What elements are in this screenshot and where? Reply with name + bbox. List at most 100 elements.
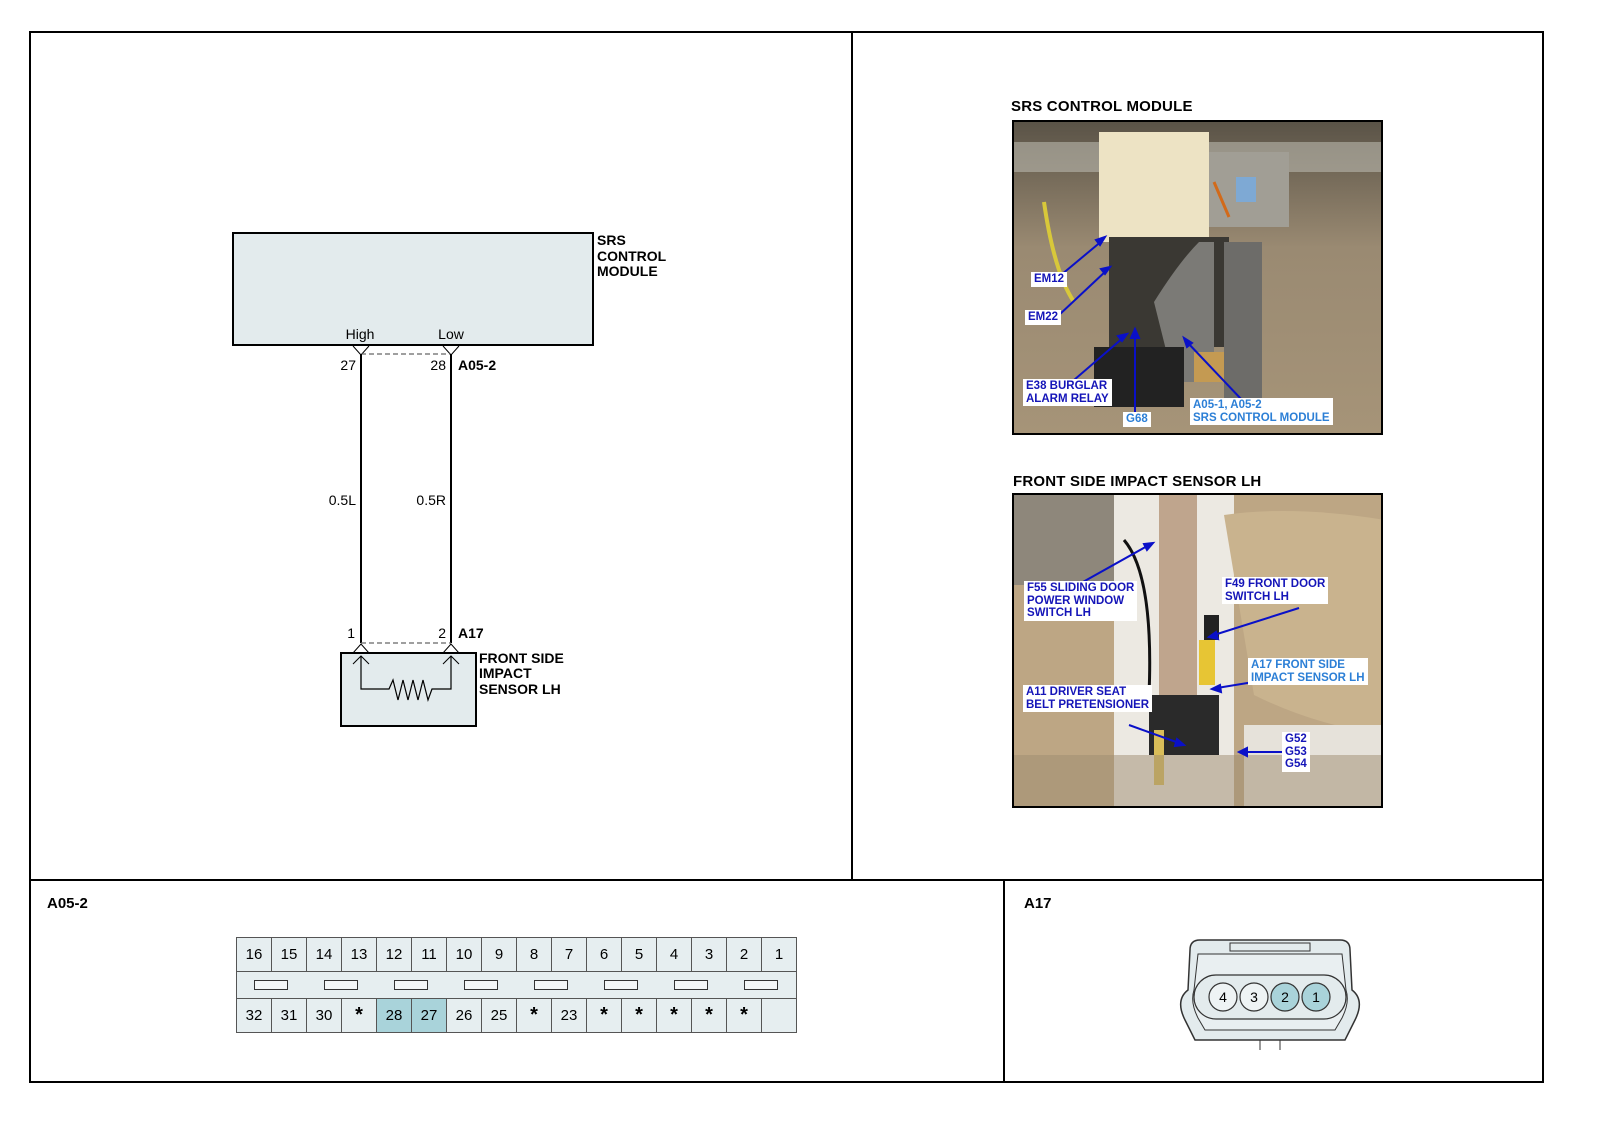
a17-pin-label: 1	[1312, 989, 1320, 1005]
srs-module-name-line3: MODULE	[597, 263, 658, 279]
pin-row-latches	[236, 971, 797, 999]
pin-27-num: 27	[340, 357, 356, 373]
srs-module-name-line1: SRS	[597, 232, 626, 248]
a17-pin-1	[1301, 982, 1331, 1012]
pin-1-num: 1	[347, 625, 355, 641]
callout-a11-driver-seat-belt-pretensioner: A11 DRIVER SEAT BELT PRETENSIONER	[1023, 685, 1153, 712]
pin-cell: 11	[411, 937, 447, 972]
sensor-name-line3: SENSOR LH	[479, 681, 561, 697]
resistor-symbol	[360, 656, 452, 703]
wire-red-label: 0.5R	[416, 492, 446, 508]
latch-cell	[656, 971, 708, 999]
pin-cell: 5	[621, 937, 657, 972]
latch-cell	[446, 971, 498, 999]
terminal-2-mark	[442, 643, 460, 654]
callout-e38-burglar-alarm-relay: E38 BURGLAR ALARM RELAY	[1023, 379, 1112, 406]
pin-cell: 16	[236, 937, 272, 972]
latch-slot	[394, 979, 428, 990]
pin-cell: 27	[411, 998, 447, 1033]
a17-pin-2	[1270, 982, 1300, 1012]
pin-low-label: Low	[438, 326, 465, 342]
pin-cell: 12	[376, 937, 412, 972]
pin-cell: 30	[306, 998, 342, 1033]
connector-a05-2-label: A05-2	[458, 357, 496, 373]
pin-cell: *	[516, 998, 552, 1033]
pin-cell: 13	[341, 937, 377, 972]
callout-em22: EM22	[1025, 310, 1062, 325]
divider-connector-views	[1003, 879, 1005, 1083]
pin-cell	[761, 998, 797, 1033]
latch-slot	[534, 979, 568, 990]
sensor-name-line2: IMPACT	[479, 665, 532, 681]
pin-cell: 32	[236, 998, 272, 1033]
callout-a17-front-side-impact-sensor: A17 FRONT SIDE IMPACT SENSOR LH	[1248, 658, 1368, 685]
pin-cell: 4	[656, 937, 692, 972]
pin-2-num: 2	[438, 625, 446, 641]
divider-schematic-photos	[851, 31, 853, 881]
photo-srs-title: SRS CONTROL MODULE	[1011, 98, 1193, 115]
connector-a17-face: 4 3 2 1	[1179, 939, 1361, 1050]
pin-cell: *	[691, 998, 727, 1033]
connector-a17-label: A17	[458, 625, 484, 641]
callout-g52-g53-g54: G52 G53 G54	[1282, 732, 1310, 772]
pin-cell: *	[726, 998, 762, 1033]
latch-cell	[726, 971, 778, 999]
pin-cell: 9	[481, 937, 517, 972]
photo-front-side-impact-sensor[interactable]: F55 SLIDING DOOR POWER WINDOW SWITCH LH …	[1012, 493, 1383, 808]
pin-cell: 3	[691, 937, 727, 972]
pin-cell: 2	[726, 937, 762, 972]
srs-control-module-box[interactable]	[232, 232, 594, 346]
latch-cell	[411, 971, 447, 999]
latch-cell	[481, 971, 517, 999]
pin-cell: 14	[306, 937, 342, 972]
sensor-name-line1: FRONT SIDE	[479, 650, 564, 666]
latch-cell	[586, 971, 638, 999]
pin-cell: 6	[586, 937, 622, 972]
pin-cell: 1	[761, 937, 797, 972]
latch-slot	[744, 979, 778, 990]
latch-cell	[271, 971, 307, 999]
connector-a05-2-title: A05-2	[47, 895, 88, 912]
pin-cell: *	[586, 998, 622, 1033]
pin-cell: *	[341, 998, 377, 1033]
pin-cell: *	[621, 998, 657, 1033]
sensor-photo-illustration	[1014, 495, 1381, 806]
divider-connectors	[29, 879, 1544, 881]
pin-cell: 7	[551, 937, 587, 972]
callout-a05-srs-control-module: A05-1, A05-2 SRS CONTROL MODULE	[1190, 398, 1333, 425]
latch-cell	[376, 971, 428, 999]
callout-f55-sliding-door-switch: F55 SLIDING DOOR POWER WINDOW SWITCH LH	[1024, 581, 1138, 621]
pin-cell: 15	[271, 937, 307, 972]
callout-em12: EM12	[1031, 272, 1068, 287]
pin-cell: 8	[516, 937, 552, 972]
latch-slot	[324, 979, 358, 990]
pin-cell: *	[656, 998, 692, 1033]
wire-blue-label: 0.5L	[329, 492, 356, 508]
pin-high-label: High	[346, 326, 375, 342]
latch-slot	[464, 979, 498, 990]
callout-f49-front-door-switch: F49 FRONT DOOR SWITCH LH	[1222, 577, 1329, 604]
a17-pin-label: 2	[1281, 989, 1289, 1005]
a17-pin-label: 3	[1250, 989, 1258, 1005]
latch-cell	[306, 971, 358, 999]
pin-cell: 28	[376, 998, 412, 1033]
wiring-schematic: SRS CONTROL MODULE High Low 27 28 A05-2 …	[232, 232, 667, 727]
terminal-1-mark	[352, 643, 370, 654]
latch-slot	[674, 979, 708, 990]
latch-slot	[254, 979, 289, 990]
connector-a17-title: A17	[1024, 895, 1052, 912]
srs-module-name-line2: CONTROL	[597, 248, 667, 264]
latch-cell	[516, 971, 568, 999]
pin-cell: 23	[551, 998, 587, 1033]
page-frame	[29, 31, 1544, 1083]
latch-cell	[236, 971, 289, 999]
latch-slot	[604, 979, 638, 990]
callout-g68: G68	[1123, 412, 1151, 427]
a17-pin-label: 4	[1219, 989, 1227, 1005]
pin-cell: 26	[446, 998, 482, 1033]
photo-srs-control-module[interactable]: EM12 EM22 E38 BURGLAR ALARM RELAY G68 A0…	[1012, 120, 1383, 435]
pin-cell: 25	[481, 998, 517, 1033]
